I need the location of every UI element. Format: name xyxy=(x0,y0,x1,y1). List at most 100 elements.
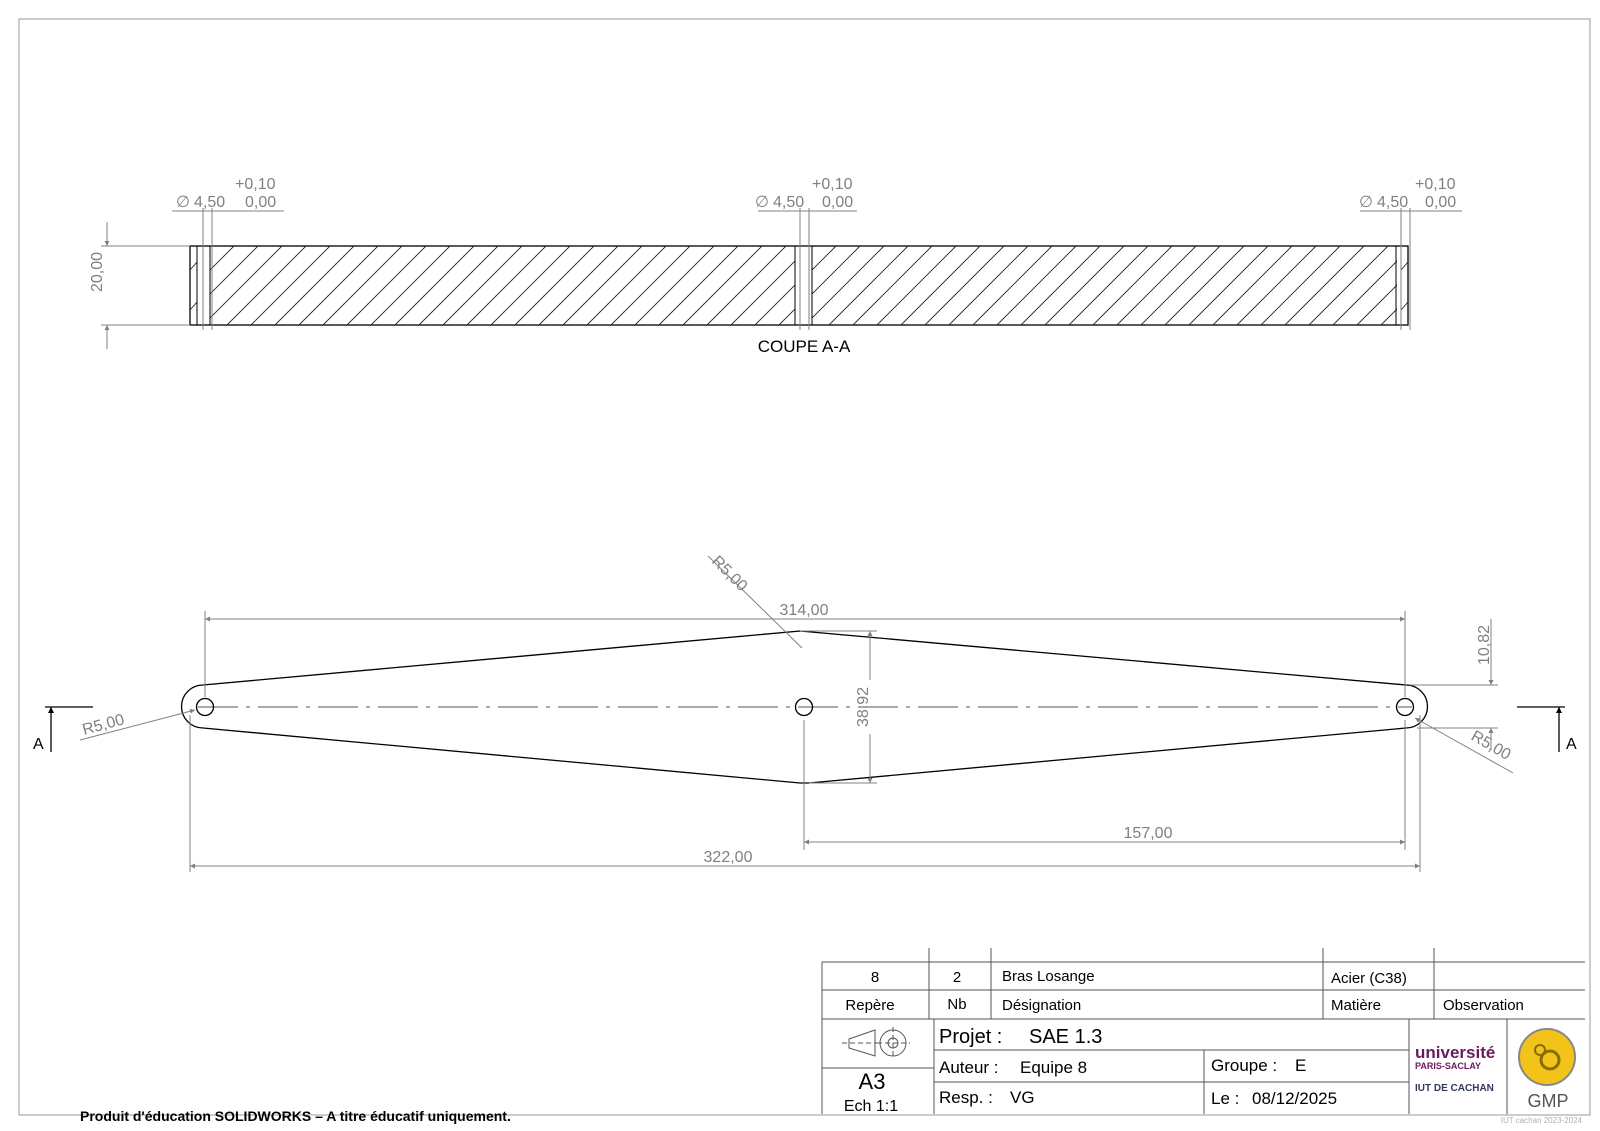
date-value: 08/12/2025 xyxy=(1252,1089,1337,1108)
section-mark-right-label: A xyxy=(1566,736,1577,753)
hatch-line xyxy=(900,246,981,325)
hatch-line xyxy=(1284,246,1365,325)
hatch-line xyxy=(370,246,451,325)
hole-callout-3: ∅ 4,50 +0,10 0,00 xyxy=(1359,176,1456,211)
hatch-line xyxy=(1140,246,1221,325)
hatch-line xyxy=(948,246,1029,325)
hatch-line xyxy=(1116,246,1197,325)
half-spacing-value: 157,00 xyxy=(1124,825,1173,842)
date-label: Le : xyxy=(1211,1089,1239,1108)
radius-right-leader xyxy=(1414,717,1514,774)
hole-callout-2: ∅ 4,50 +0,10 0,00 xyxy=(755,176,853,211)
hatch-end-left xyxy=(189,261,198,311)
solidworks-watermark: Produit d'éducation SOLIDWORKS – A titre… xyxy=(80,1108,511,1124)
diameter-symbol: ∅ xyxy=(176,194,190,211)
hatch-line xyxy=(852,246,933,325)
hatch-line xyxy=(514,246,595,325)
resp-value: VG xyxy=(1010,1088,1035,1107)
hatch-line xyxy=(1236,246,1317,325)
hatch-line xyxy=(538,246,619,325)
hole-diameter: 4,50 xyxy=(194,194,225,211)
repere-value: 8 xyxy=(871,969,879,986)
hatch-line xyxy=(996,246,1077,325)
overall-length-value: 322,00 xyxy=(704,849,753,866)
hatch-line xyxy=(210,246,283,319)
hole-left xyxy=(195,697,215,717)
hatch-line xyxy=(730,260,795,325)
section-holes xyxy=(196,246,1409,325)
hatch-line xyxy=(298,246,379,325)
hatch-line xyxy=(1092,246,1173,325)
hole-extension-lines xyxy=(172,208,1462,330)
hole-tol-lower: 0,00 xyxy=(1425,194,1456,211)
nb-value: 2 xyxy=(953,969,961,986)
auteur-label: Auteur : xyxy=(939,1058,999,1077)
groupe-value: E xyxy=(1295,1056,1306,1075)
hatch-line xyxy=(828,246,909,325)
hatch-line xyxy=(1044,246,1125,325)
overall-length-dimension xyxy=(189,715,1421,872)
universite-logo: université PARIS-SACLAY IUT DE CACHAN xyxy=(1415,1043,1495,1094)
repere-header: Repère xyxy=(845,997,894,1014)
hatch-line xyxy=(876,246,957,325)
section-view: 20,00 ∅ 4,50 +0,10 0,00 ∅ 4,50 +0,10 0,0… xyxy=(89,176,1532,356)
title-block: 8 2 Bras Losange Acier (C38) Repère Nb D… xyxy=(821,948,1585,1125)
hatch-line xyxy=(562,246,643,325)
hole-spacing-value: 314,00 xyxy=(780,602,829,619)
hatch-line xyxy=(972,246,1053,325)
hatch-line xyxy=(466,246,547,325)
designation-value: Bras Losange xyxy=(1002,968,1095,985)
hatch-line xyxy=(634,246,715,325)
hatch-line xyxy=(210,246,235,271)
section-label: COUPE A-A xyxy=(758,337,851,356)
hole-tol-upper: +0,10 xyxy=(1415,176,1456,193)
hatch-line xyxy=(1020,246,1101,325)
logo-line1: université xyxy=(1415,1043,1495,1062)
matiere-header: Matière xyxy=(1331,997,1381,1014)
hatch-line xyxy=(1212,246,1293,325)
sheet-scale: Ech 1:1 xyxy=(844,1098,898,1115)
sheet-format: A3 xyxy=(859,1069,886,1094)
auteur-value: Equipe 8 xyxy=(1020,1058,1087,1077)
groupe-label: Groupe : xyxy=(1211,1056,1277,1075)
nb-header: Nb xyxy=(947,996,966,1013)
hatch-line xyxy=(442,246,523,325)
logo-line3: IUT DE CACHAN xyxy=(1415,1083,1494,1094)
hatch-line xyxy=(274,246,355,325)
hatch-line xyxy=(803,246,882,325)
thickness-value: 20,00 xyxy=(89,252,106,292)
hole-spacing-dimension xyxy=(204,611,1406,697)
diameter-symbol: ∅ xyxy=(1359,194,1373,211)
hatch-line xyxy=(346,246,427,325)
end-offset-dimension xyxy=(1410,619,1498,750)
section-mark-right xyxy=(1517,706,1565,752)
radius-top-leader xyxy=(707,555,803,649)
logo-line2: PARIS-SACLAY xyxy=(1415,1061,1481,1071)
hatch-line xyxy=(1429,246,1508,325)
hatch-line xyxy=(322,246,403,325)
projet-label: Projet : xyxy=(939,1026,1002,1048)
hole-diameter: 4,50 xyxy=(1377,194,1408,211)
hatch-line xyxy=(490,246,571,325)
thickness-dimension xyxy=(101,222,190,349)
copyright-note: IUT cachan 2023-2024 xyxy=(1501,1116,1583,1125)
hatch-line xyxy=(812,246,885,319)
max-width-value: 38,92 xyxy=(855,687,872,727)
hatch-line xyxy=(924,246,1005,325)
hole-tol-upper: +0,10 xyxy=(812,176,853,193)
hatch-right xyxy=(812,246,1532,325)
hatch-line xyxy=(250,246,331,325)
front-view: 314,00 R5,00 R5,00 R5,00 38,92 10,82 xyxy=(33,553,1577,872)
hatch-line xyxy=(1453,246,1532,325)
matiere-value: Acier (C38) xyxy=(1331,970,1407,987)
hatch-line xyxy=(1332,260,1397,325)
hatch-line xyxy=(812,246,861,295)
resp-label: Resp. : xyxy=(939,1088,993,1107)
gmp-logo: GMP xyxy=(1518,1028,1576,1111)
projection-symbol-icon xyxy=(842,1027,910,1059)
designation-header: Désignation xyxy=(1002,997,1081,1014)
hole-diameter: 4,50 xyxy=(773,194,804,211)
gmp-badge-icon xyxy=(1518,1028,1576,1086)
hatch-line xyxy=(1260,246,1341,325)
sheet-border xyxy=(18,18,1591,1116)
